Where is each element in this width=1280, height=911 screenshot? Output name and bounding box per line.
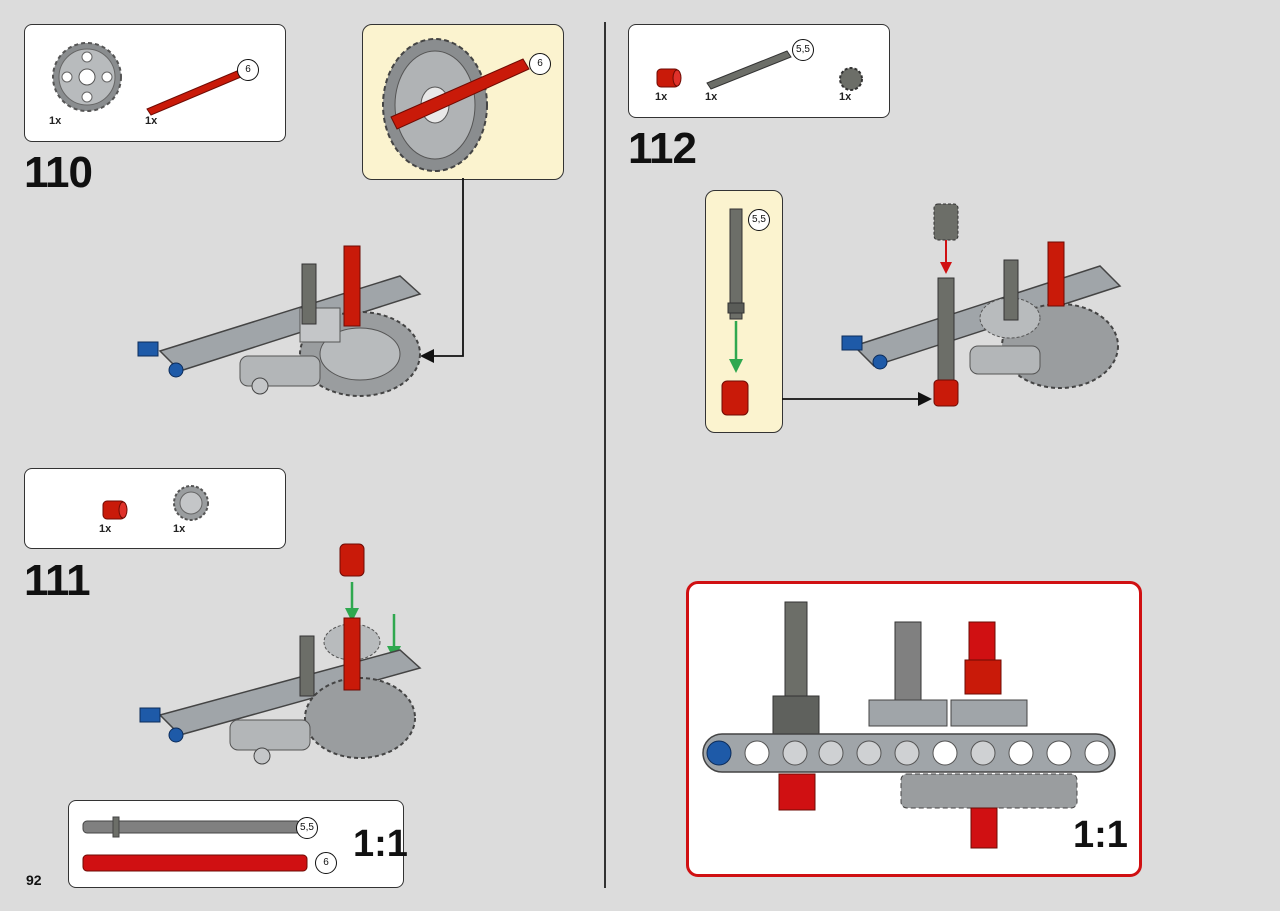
part-qty: 1x <box>655 91 668 103</box>
step-112-parts-list: 1x 1x 5,5 1x <box>628 24 890 118</box>
red-bush-icon <box>656 68 682 88</box>
part-qty: 1x <box>145 115 158 127</box>
axle-into-bush-diagram <box>721 208 749 416</box>
step-110-parts-list: 1x 1x 6 <box>24 24 286 142</box>
scale-panel: 5,5 6 1:1 <box>68 800 408 888</box>
grey-axle-stop-icon <box>706 50 792 90</box>
step-111-assembly <box>139 543 422 765</box>
step-110-callout: 6 <box>362 24 564 180</box>
scale-label: 1:1 <box>1073 814 1128 856</box>
axle-length-badge: 5,5 <box>748 209 770 231</box>
scale-label: 1:1 <box>353 823 408 865</box>
part-qty: 1x <box>705 91 718 103</box>
axle-length-badge: 5,5 <box>296 817 318 839</box>
step-111-parts-list: 1x 1x <box>24 468 286 549</box>
step-number: 112 <box>628 124 697 173</box>
detail-panel: 1:1 <box>686 581 1142 877</box>
step-110-assembly <box>137 245 422 397</box>
axle-length-badge: 6 <box>529 53 551 75</box>
step-number: 110 <box>24 148 93 197</box>
gear-36-tooth-icon <box>52 42 122 112</box>
axle-length-badge: 6 <box>237 59 259 81</box>
red-axle-icon <box>82 854 308 872</box>
part-qty: 1x <box>99 523 112 535</box>
gear-12-tooth-icon <box>839 67 863 91</box>
gear-with-axle-icon <box>382 38 530 172</box>
page-number: 92 <box>26 872 42 888</box>
axle-length-badge: 6 <box>315 852 337 874</box>
step-112-callout: 5,5 <box>705 190 783 433</box>
axle-length-badge: 5,5 <box>792 39 814 61</box>
part-qty: 1x <box>173 523 186 535</box>
part-qty: 1x <box>839 91 852 103</box>
step-number: 111 <box>24 556 91 605</box>
page-divider <box>604 22 606 888</box>
part-qty: 1x <box>49 115 62 127</box>
gear-20-tooth-icon <box>173 485 209 521</box>
step-112-assembly <box>841 203 1122 407</box>
detail-assembly <box>702 601 1116 849</box>
red-bush-icon <box>102 500 128 520</box>
